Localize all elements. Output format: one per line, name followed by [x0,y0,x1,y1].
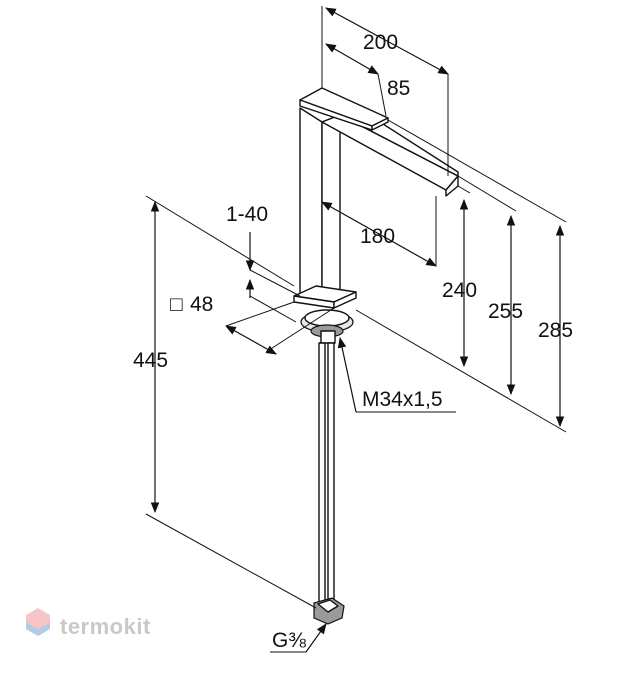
label-deck-thickness: 1-40 [226,203,268,226]
callout-mount-thread: M34x1,5 [337,336,456,413]
dimension-heights: 240 255 285 [355,119,573,433]
label-lever-length: 85 [387,77,410,100]
label-lever-height: 255 [488,300,523,323]
watermark-logo-icon [26,608,50,636]
dimension-spout-reach: 180 [321,196,437,267]
label-total-height: 285 [538,319,573,342]
dimension-base-square: □ 48 [170,293,335,355]
label-hose-connection: G⅜ [272,629,306,652]
label-base-square-symbol: □ [170,293,183,316]
dimension-hose-length: 445 [133,195,317,609]
callout-hose-connection: G⅜ [270,623,327,653]
label-mount-thread: M34x1,5 [362,388,443,411]
label-total-length: 200 [363,31,398,54]
faucet-body [293,87,459,625]
watermark-text: termokit [60,614,151,639]
label-spout-height: 240 [442,279,477,302]
dimension-lever-length: 85 [325,43,410,117]
label-base-square: 48 [190,293,213,316]
label-hose-length: 445 [133,349,168,372]
label-spout-reach: 180 [360,225,395,248]
